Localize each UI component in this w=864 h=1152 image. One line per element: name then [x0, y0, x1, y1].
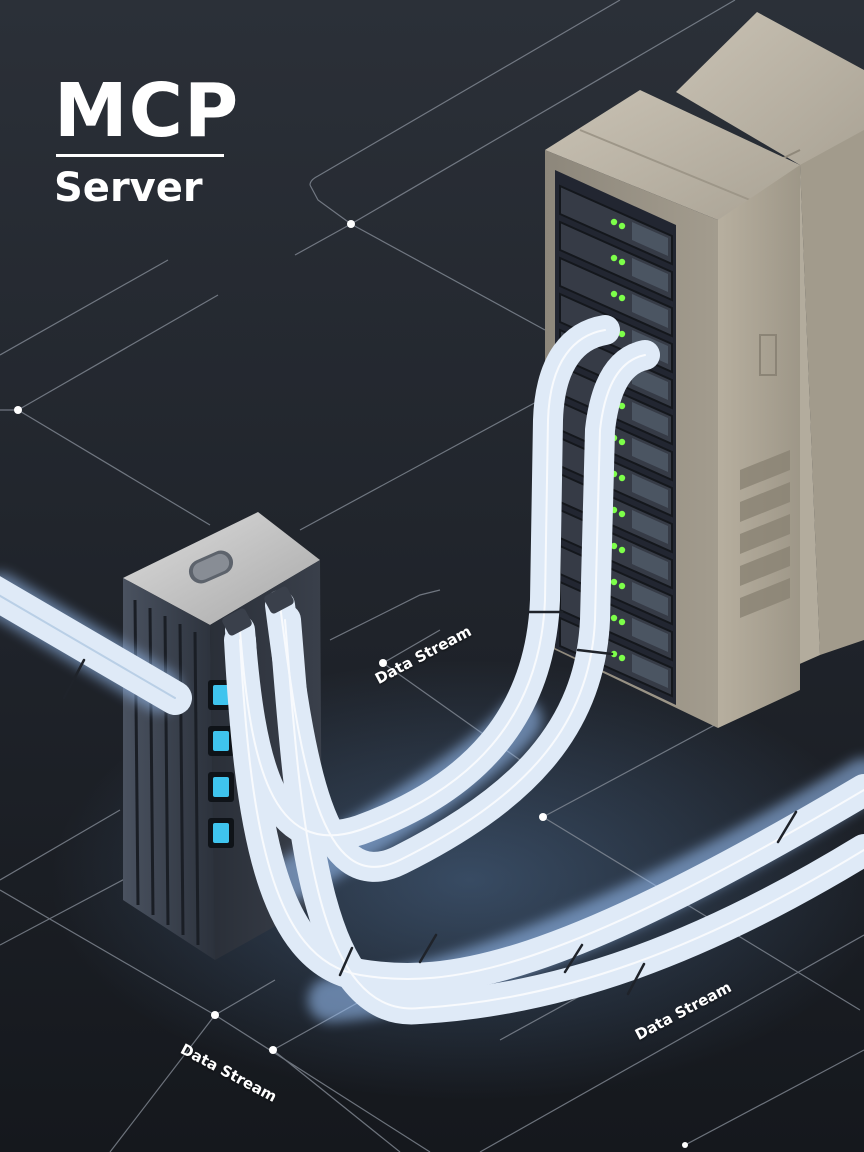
port-light-icon [213, 685, 229, 705]
port-light-icon [213, 777, 229, 797]
status-led-icon [610, 650, 618, 658]
status-led-icon [618, 402, 626, 410]
port-light-icon [213, 823, 229, 843]
status-led-icon [618, 618, 626, 626]
status-led-icon [610, 290, 618, 298]
title-divider [56, 154, 224, 157]
status-led-icon [618, 654, 626, 662]
server-bay [559, 256, 673, 338]
title-block: MCP Server [54, 72, 244, 211]
status-led-icon [618, 510, 626, 518]
switch-ports [208, 680, 234, 848]
data-cable-icon [0, 315, 864, 1025]
status-led-icon [610, 254, 618, 262]
status-led-icon [610, 218, 618, 226]
page-title: MCP [54, 68, 240, 154]
status-led-icon [610, 542, 618, 550]
status-led-icon [618, 438, 626, 446]
status-led-icon [618, 546, 626, 554]
status-led-icon [610, 614, 618, 622]
status-led-icon [618, 474, 626, 482]
status-led-icon [618, 258, 626, 266]
status-led-icon [618, 222, 626, 230]
status-led-icon [618, 294, 626, 302]
grid-nodes [14, 220, 688, 1148]
status-led-icon [610, 578, 618, 586]
status-led-icon [618, 330, 626, 338]
port-light-icon [213, 731, 229, 751]
status-led-icon [618, 582, 626, 590]
server-bay [559, 184, 673, 266]
server-bay [559, 220, 673, 302]
page-subtitle: Server [54, 165, 203, 211]
